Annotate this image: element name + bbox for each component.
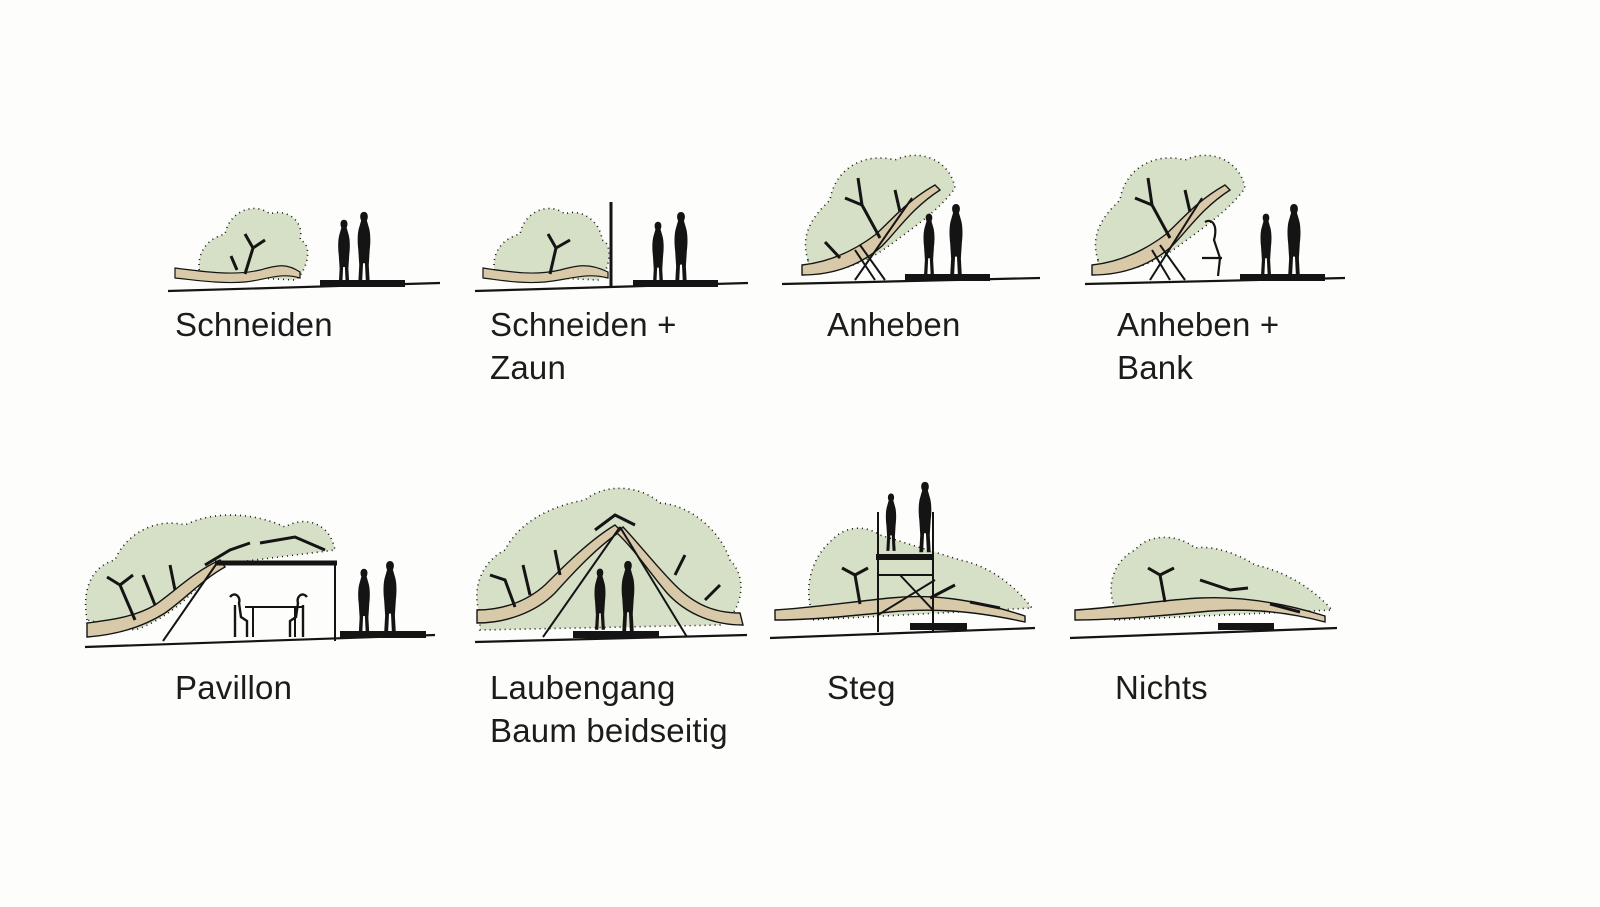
tree-branches: [1147, 566, 1301, 614]
caption-line: Baum beidseitig: [490, 712, 728, 749]
person-icon: [923, 213, 935, 275]
caption-line: Pavillon: [175, 669, 293, 706]
boardwalk-structure: [877, 512, 936, 632]
person-icon: [338, 219, 350, 285]
tree-branches: [106, 535, 326, 621]
caption-line: Schneiden: [175, 306, 333, 343]
caption-line: Zaun: [490, 349, 567, 386]
tree-foliage: [198, 207, 309, 281]
caption-line: Steg: [827, 669, 896, 706]
arbor-structure: [542, 526, 688, 638]
caption-pavillon: Pavillon: [175, 666, 292, 709]
panel-anheben: Anheben: [781, 150, 1090, 343]
seated-person-icon: [229, 593, 249, 637]
person-icon: [358, 568, 370, 634]
path-surface: [340, 631, 426, 638]
caption-steg: Steg: [827, 666, 896, 709]
ground-line: [781, 276, 1041, 286]
ground-line: [769, 626, 1036, 640]
sketch-anheben-bank: [1084, 154, 1346, 286]
panel-steg: Steg: [769, 480, 1060, 706]
caption-anheben-bank: Anheben + Bank: [1117, 303, 1279, 389]
caption-line: Anheben: [827, 306, 961, 343]
ground-line: [167, 281, 441, 293]
tree-trunk: [174, 265, 301, 284]
person-icon: [1287, 203, 1301, 277]
panel-nichts: Nichts: [1069, 520, 1360, 706]
ground-line: [474, 633, 748, 644]
tree-foliage: [493, 207, 610, 281]
caption-line: Schneiden +: [490, 306, 677, 343]
caption-schneiden-zaun: Schneiden + Zaun: [490, 303, 677, 389]
person-icon: [1260, 213, 1272, 275]
path-surface: [910, 623, 967, 630]
path-surface: [633, 280, 718, 287]
sketch-nichts: [1069, 536, 1338, 640]
panel-pavillon: Pavillon: [84, 505, 445, 706]
caption-line: Bank: [1117, 349, 1194, 386]
panel-schneiden-zaun: Schneiden + Zaun: [474, 190, 770, 386]
caption-laubengang: Laubengang Baum beidseitig: [490, 666, 728, 752]
tree-branches: [1134, 177, 1192, 239]
tree-branches: [229, 233, 266, 275]
support-frame: [1149, 197, 1203, 281]
person-icon: [918, 481, 932, 553]
sketch-anheben: [781, 154, 1041, 286]
sketch-schneiden: [167, 207, 441, 293]
caption-line: Laubengang: [490, 669, 676, 706]
boardwalk-deck: [876, 554, 934, 560]
ground-line: [1084, 276, 1346, 286]
ground-line: [1069, 626, 1338, 640]
tree-foliage: [1110, 536, 1334, 621]
tree-foliage: [1094, 154, 1246, 272]
tree-trunk: [482, 265, 609, 284]
bench-icon: [1202, 219, 1222, 277]
caption-line: Nichts: [1115, 669, 1208, 706]
sketch-laubengang: [474, 487, 748, 644]
tree-branches: [546, 233, 571, 275]
person-icon: [357, 211, 371, 283]
path-surface: [905, 274, 990, 281]
person-icon: [674, 211, 688, 285]
seated-person-icon: [288, 593, 308, 637]
panel-anheben-bank: Anheben + Bank: [1084, 150, 1380, 386]
path-surface: [1240, 274, 1325, 281]
path-surface: [320, 280, 405, 287]
person-icon: [652, 221, 664, 285]
support-frame: [854, 197, 913, 281]
pavilion-structure: [162, 562, 336, 642]
tree-branches: [841, 566, 1001, 610]
ground-line: [84, 633, 436, 649]
panel-schneiden: Schneiden: [165, 190, 455, 343]
tree-branches: [823, 177, 902, 260]
ground-line: [474, 281, 749, 293]
caption-nichts: Nichts: [1115, 666, 1208, 709]
path-surface: [1218, 623, 1274, 630]
sketch-steg: [769, 481, 1036, 640]
tree-branches: [489, 513, 722, 608]
tree-foliage: [804, 154, 956, 272]
caption-line: Anheben +: [1117, 306, 1280, 343]
tree-trunk: [615, 525, 744, 626]
sketch-pavillon: [84, 514, 436, 649]
path-surface: [573, 631, 659, 638]
table-icon: [245, 606, 303, 637]
panel-laubengang: Laubengang Baum beidseitig: [474, 485, 765, 749]
caption-anheben: Anheben: [827, 303, 961, 346]
caption-schneiden: Schneiden: [175, 303, 333, 346]
sketch-schneiden-zaun: [474, 202, 749, 293]
tree-trunk: [86, 559, 227, 638]
person-icon: [949, 203, 963, 277]
tree-foliage: [84, 514, 336, 631]
person-icon: [383, 560, 397, 634]
